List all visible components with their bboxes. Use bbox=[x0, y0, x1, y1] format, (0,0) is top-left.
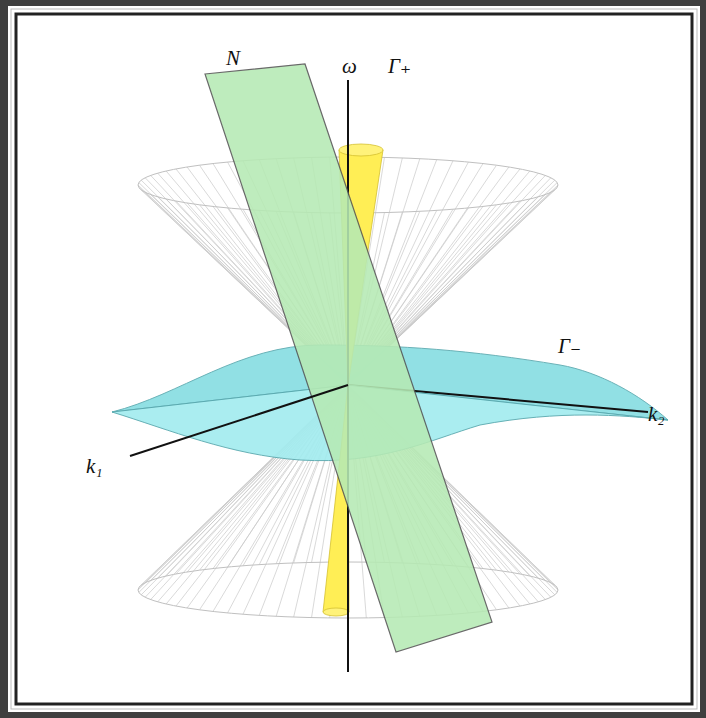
axis-label: ω bbox=[340, 56, 359, 77]
axis-label: Γ₊ bbox=[386, 56, 413, 77]
axis-label: N bbox=[224, 48, 242, 69]
axis-label: Γ₋ bbox=[556, 336, 583, 357]
panel bbox=[8, 6, 700, 712]
axis-label: k₂ bbox=[646, 404, 667, 425]
cone-rim bbox=[323, 608, 349, 616]
frame bbox=[11, 9, 697, 709]
k1-axis bbox=[130, 385, 348, 456]
frame bbox=[16, 14, 692, 704]
axis-label: k₁ bbox=[84, 456, 105, 477]
plane bbox=[205, 64, 492, 652]
cone-rim bbox=[339, 144, 383, 156]
